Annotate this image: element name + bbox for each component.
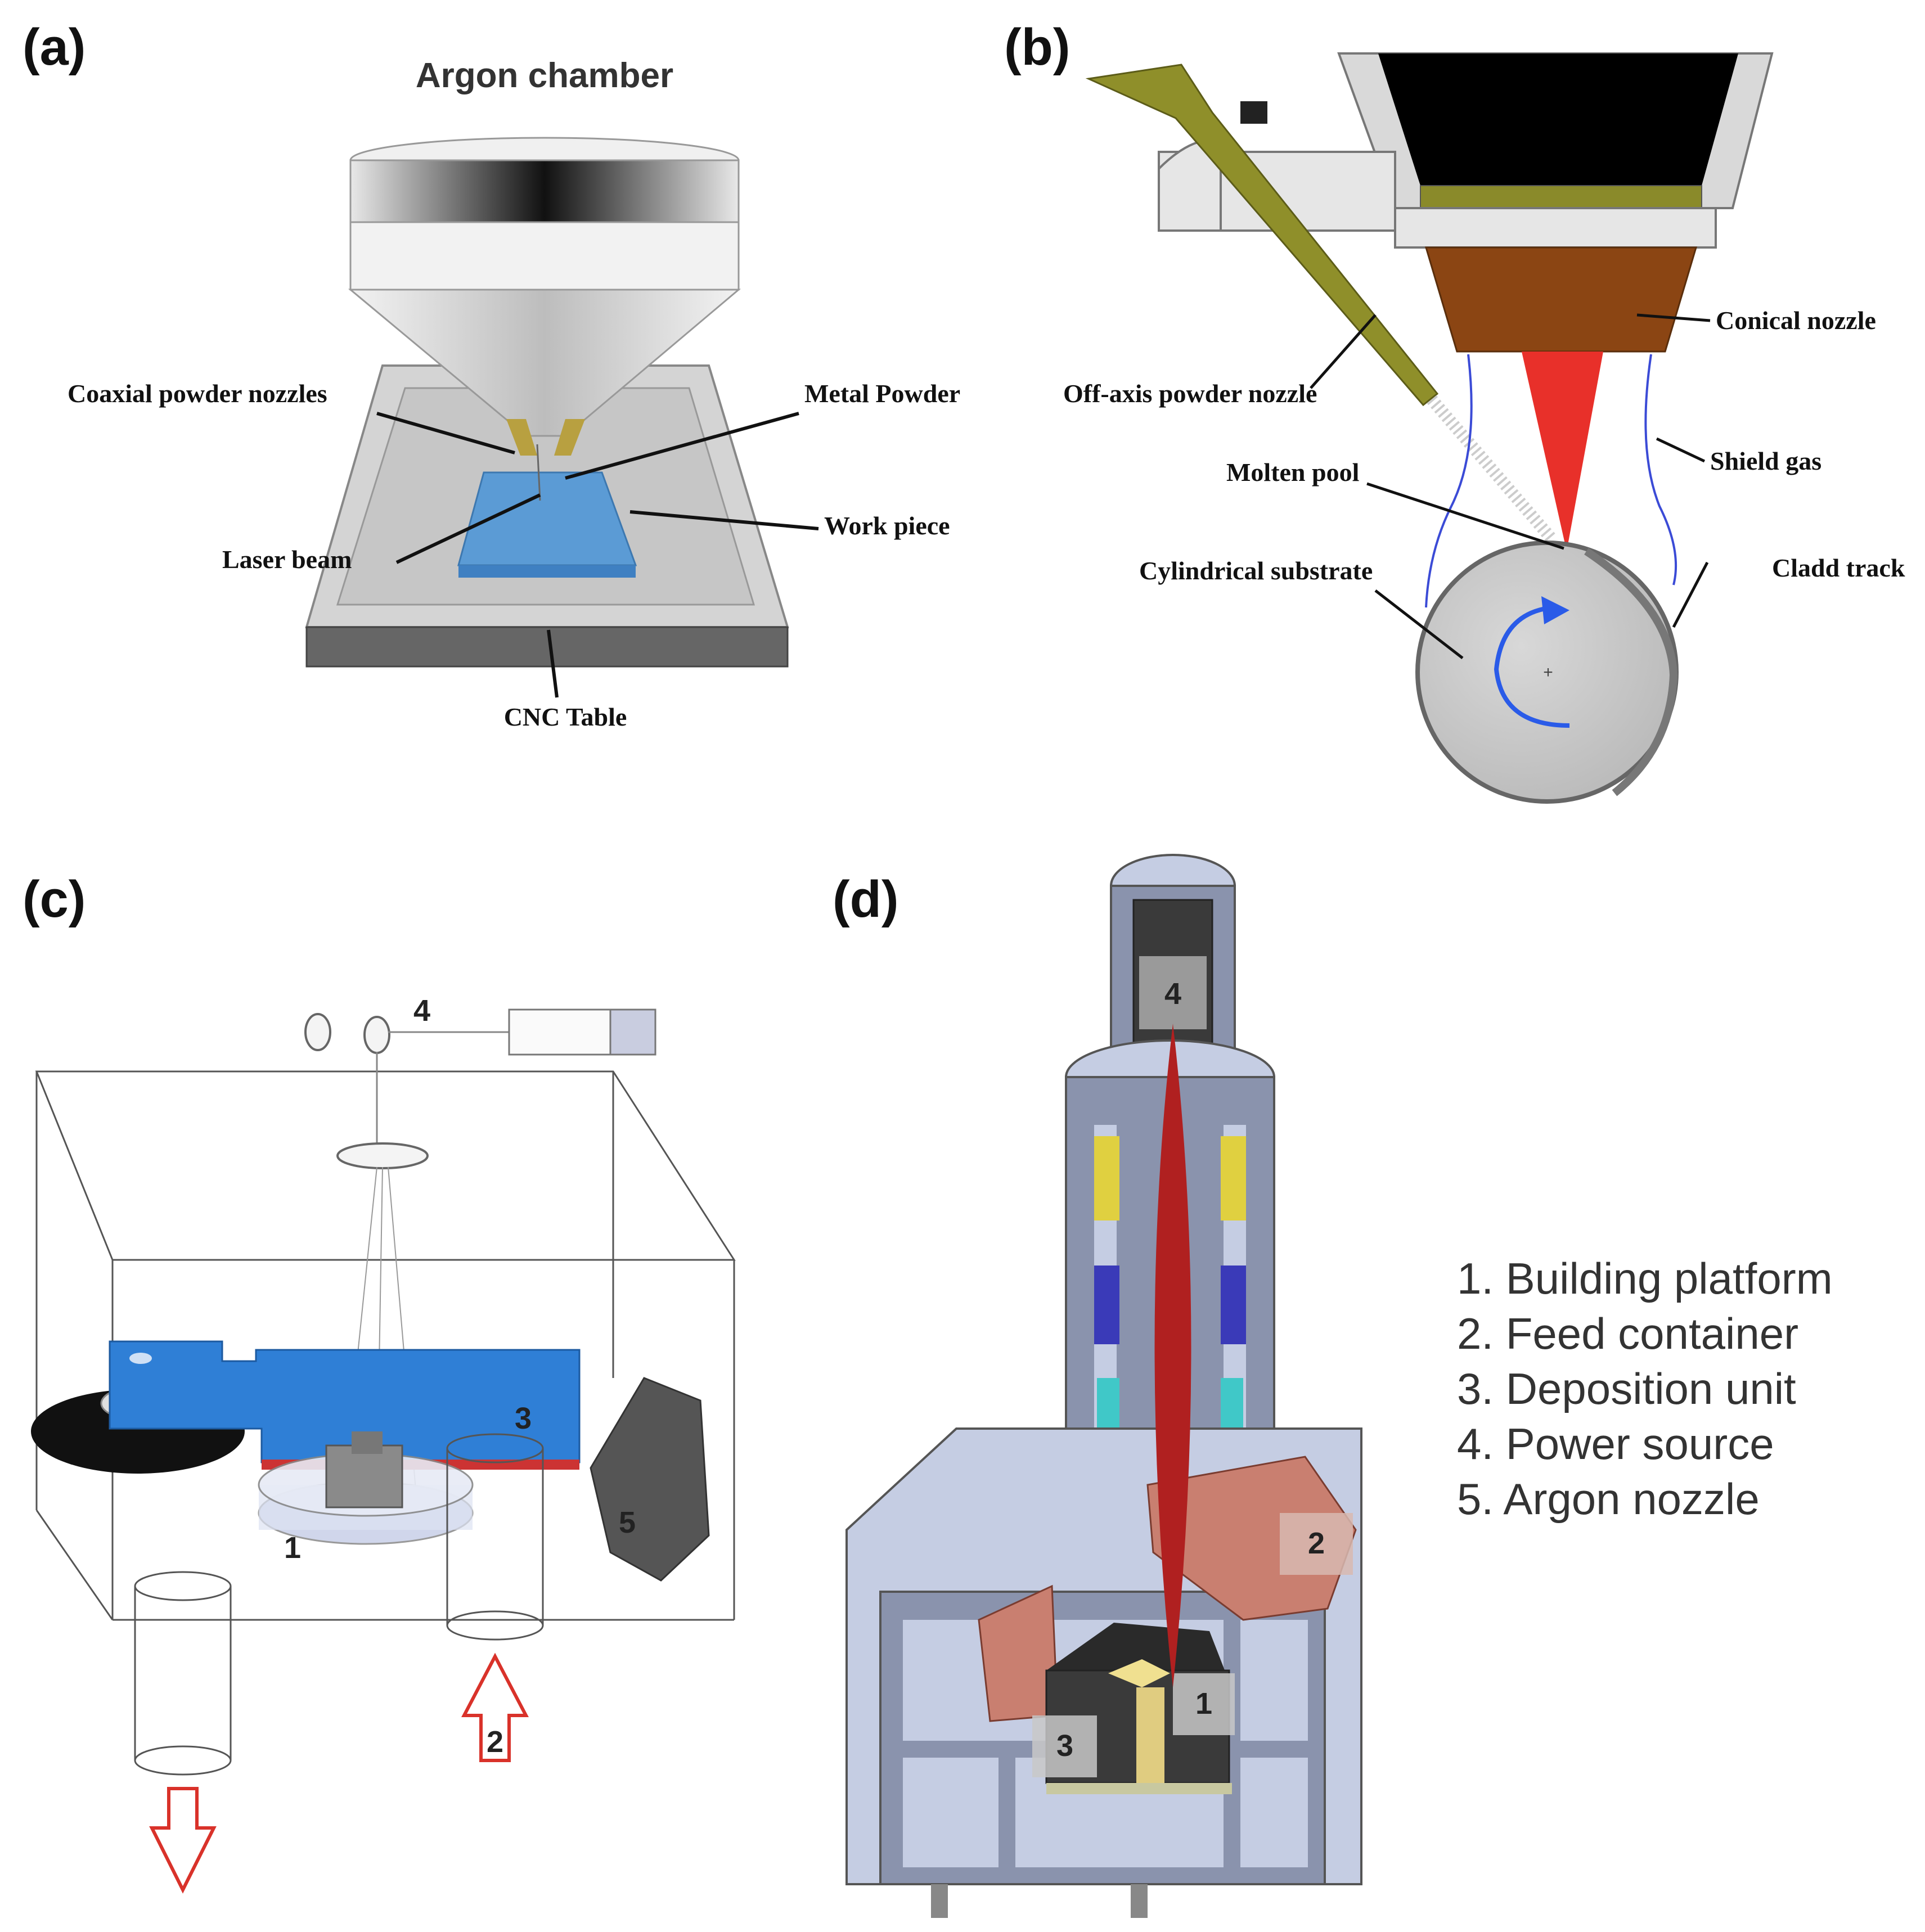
label-shield-gas: Shield gas	[1710, 447, 1821, 475]
label-cylindrical-substrate: Cylindrical substrate	[1139, 556, 1373, 585]
building-platform	[258, 1431, 474, 1545]
feed-cylinders	[134, 1433, 544, 1776]
label-cladd-track: Cladd track	[1772, 553, 1905, 582]
cladd-track	[1584, 548, 1678, 796]
off-axis-powder-nozzle	[1085, 64, 1439, 407]
panel-d-number-3: 3	[1056, 1729, 1073, 1763]
panel-d-number-2: 2	[1308, 1526, 1325, 1560]
legend: 1. Building platform 2. Feed container 3…	[1457, 1254, 1833, 1524]
legend-item-1: 1. Building platform	[1457, 1254, 1833, 1303]
rotation-arrow	[1494, 605, 1570, 728]
panel-c: (c) 4	[23, 871, 736, 1894]
label-conical-nozzle: Conical nozzle	[1716, 306, 1876, 335]
label-molten-pool: Molten pool	[1226, 458, 1359, 487]
panel-d: (d) 4	[833, 854, 1833, 1918]
feed-container-right	[1146, 1456, 1357, 1621]
arrow-conical	[1636, 313, 1711, 322]
panel-c-number-4: 4	[413, 994, 430, 1028]
power-source-optics	[304, 1008, 656, 1497]
laser-beam-b	[1522, 352, 1603, 551]
powder-stream-b	[1427, 395, 1558, 544]
powder-stream	[536, 444, 541, 501]
laser-beam-d	[1154, 1024, 1191, 1687]
arrow-molten	[1366, 482, 1564, 550]
deposition-unit	[31, 1340, 581, 1474]
label-cnc-table: CNC Table	[504, 702, 627, 731]
label-coaxial-powder-nozzles: Coaxial powder nozzles	[68, 379, 327, 408]
conical-nozzle	[1424, 246, 1698, 353]
arrow-offaxis	[1310, 314, 1377, 389]
panel-c-letter: (c)	[23, 871, 86, 928]
feed-arrow	[461, 1652, 529, 1762]
laser-head	[1158, 52, 1774, 353]
label-metal-powder: Metal Powder	[804, 379, 960, 408]
arrow-cylindrical	[1374, 589, 1464, 659]
panel-d-number-4: 4	[1164, 977, 1181, 1011]
legend-item-2: 2. Feed container	[1457, 1309, 1798, 1358]
panel-c-number-1: 1	[284, 1531, 301, 1565]
panel-c-number-3: 3	[515, 1402, 532, 1435]
arrow-work-piece	[629, 510, 819, 530]
argon-nozzle	[590, 1377, 710, 1582]
arrow-laser-beam	[395, 493, 541, 564]
argon-chamber-title: Argon chamber	[416, 56, 673, 95]
outflow-arrow	[149, 1787, 217, 1894]
panel-b-letter: (b)	[1004, 19, 1070, 76]
shield-gas-right	[1644, 354, 1677, 586]
label-off-axis-powder-nozzle: Off-axis powder nozzle	[1063, 379, 1317, 408]
panel-a-letter: (a)	[23, 19, 86, 76]
rotation-arrow-head	[1541, 596, 1569, 624]
legend-item-5: 5. Argon nozzle	[1457, 1474, 1760, 1524]
shield-gas-left	[1425, 354, 1473, 608]
arrow-cnc-table	[547, 629, 559, 698]
panel-d-letter: (d)	[833, 871, 898, 928]
coaxial-nozzle-left	[506, 419, 537, 456]
legend-item-4: 4. Power source	[1457, 1419, 1774, 1469]
panel-d-number-1: 1	[1195, 1687, 1212, 1721]
argon-chamber-head	[348, 137, 741, 501]
label-laser-beam: Laser beam	[222, 545, 352, 574]
arrow-shield	[1656, 437, 1706, 463]
panel-a: (a) Argon chamber Coaxial powder nozzles	[23, 19, 960, 731]
label-work-piece: Work piece	[824, 511, 950, 540]
panel-c-number-2: 2	[487, 1725, 503, 1759]
arrow-cladd	[1672, 561, 1709, 628]
panel-b: (b) + Conical nozzle Of	[1004, 19, 1905, 804]
arrow-metal-powder	[565, 412, 799, 480]
arrow-coaxial	[376, 412, 515, 454]
panel-c-number-5: 5	[619, 1506, 636, 1539]
legend-item-3: 3. Deposition unit	[1457, 1364, 1796, 1413]
work-piece	[457, 471, 637, 578]
coaxial-nozzle-right	[554, 419, 585, 456]
svg-text:+: +	[1543, 663, 1553, 682]
